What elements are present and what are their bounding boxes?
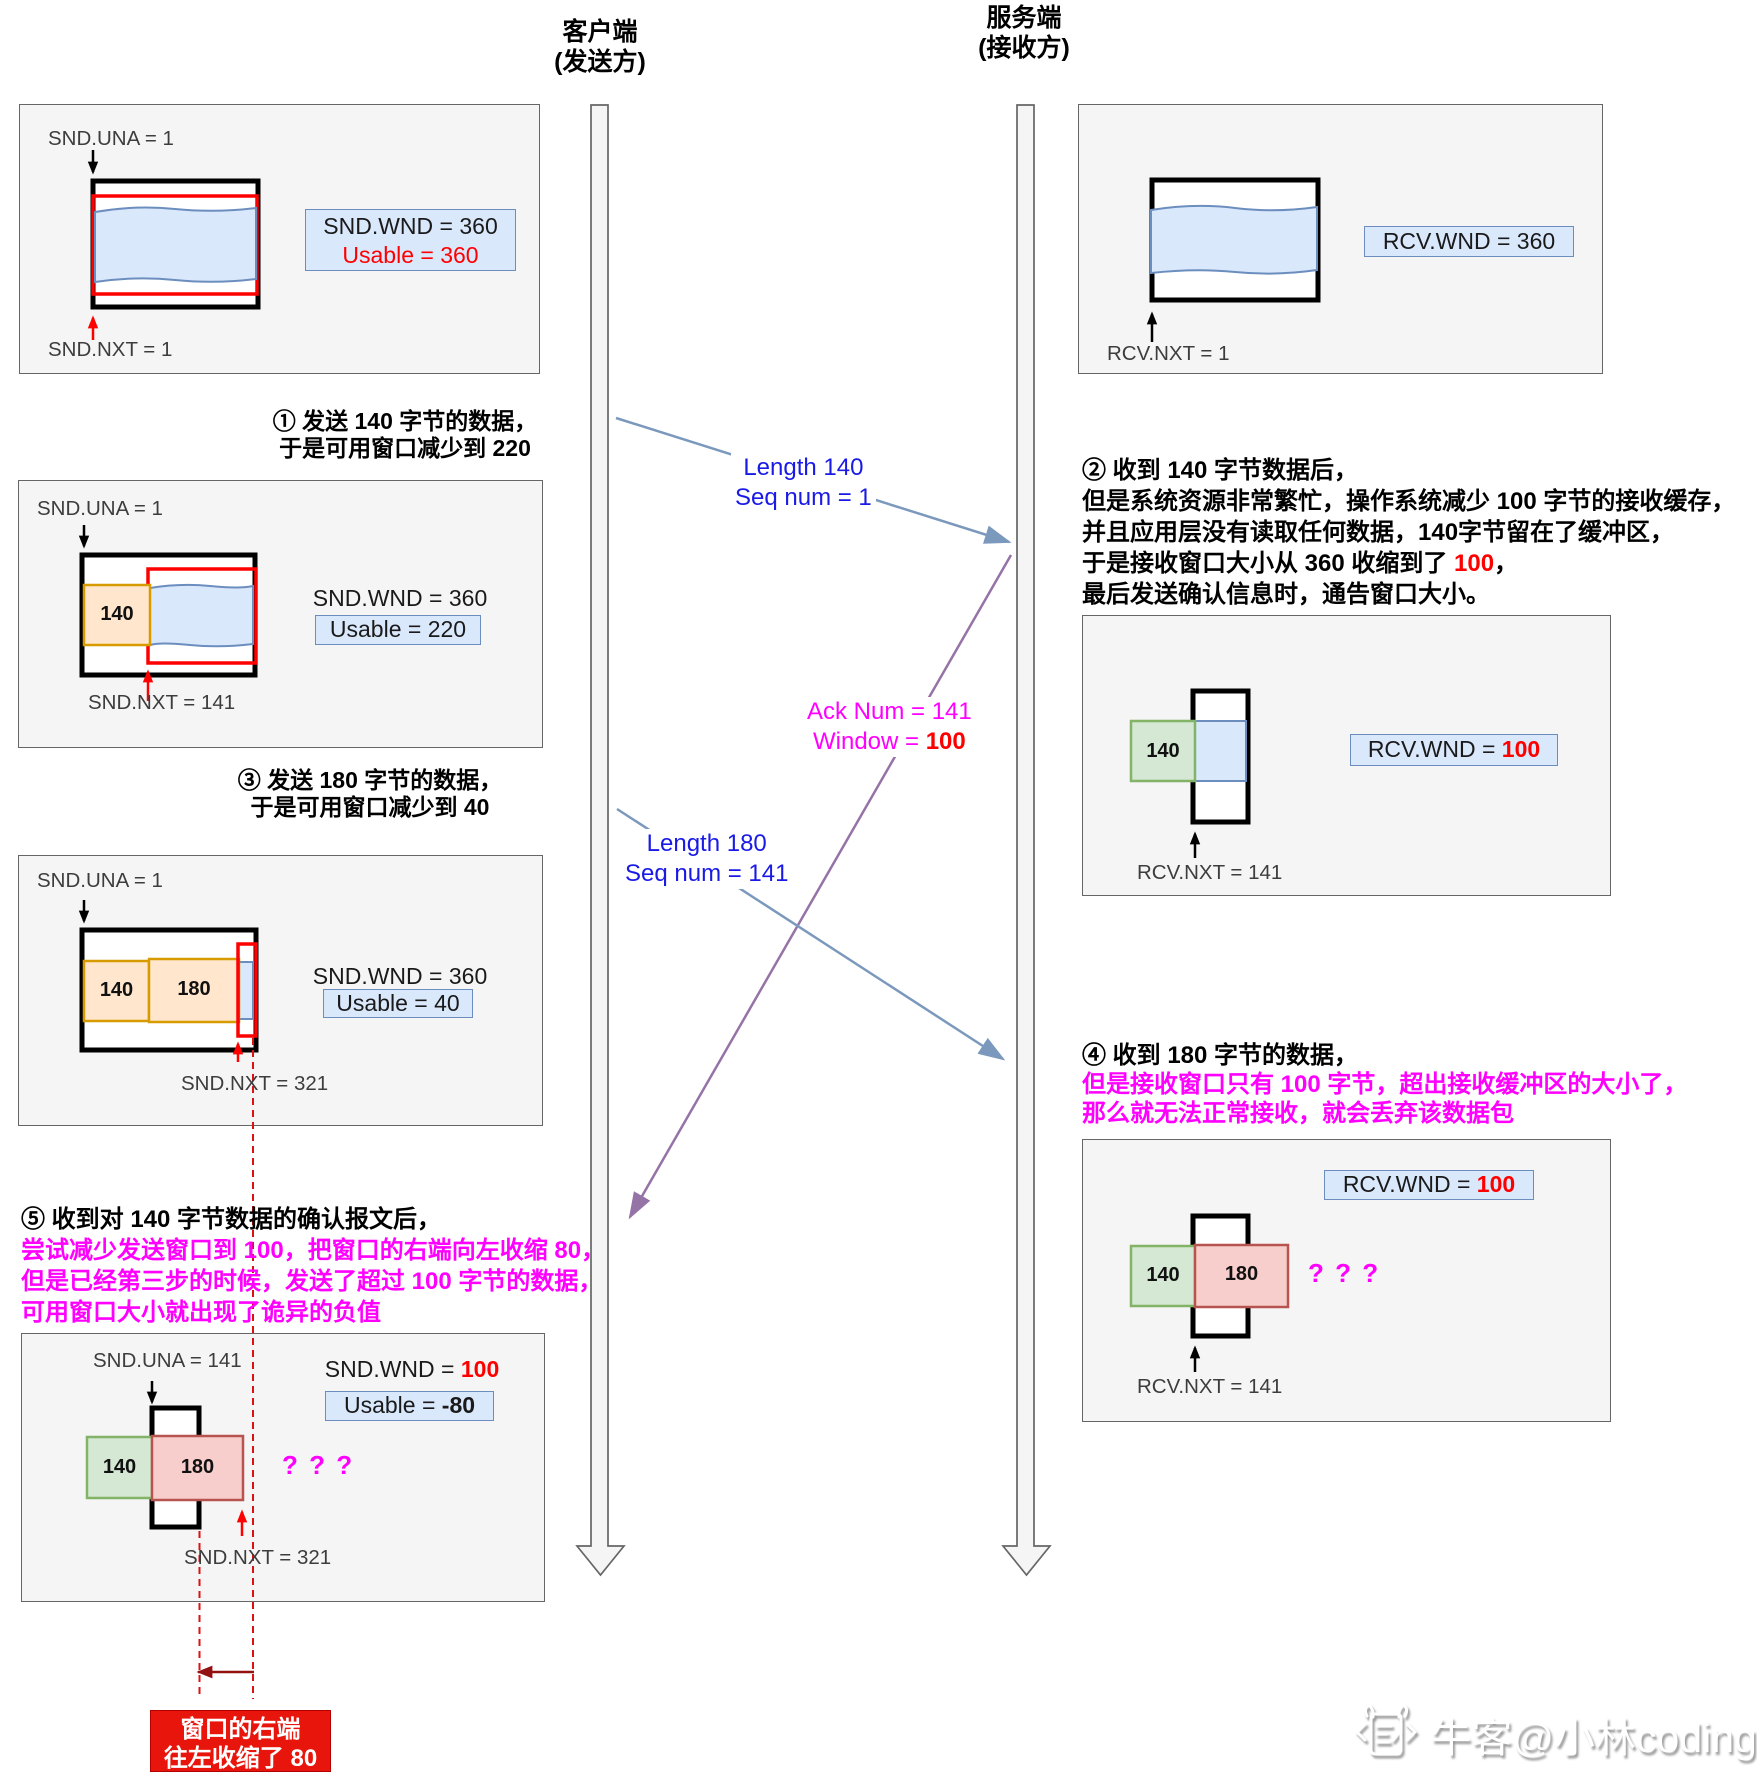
- msg-label-ack141: Ack Num = 141 Window = 100: [803, 697, 976, 757]
- lifeline-header-client: 客户端 (发送方): [490, 17, 710, 77]
- step1-line2: 于是可用窗口减少到 220: [279, 435, 531, 461]
- step3-line1: ③ 发送 180 字节的数据，: [237, 767, 503, 793]
- msg-arrow-ack141: [628, 554, 1013, 1220]
- p4-snd-una: SND.UNA = 141: [93, 1349, 242, 1372]
- r3-rcv-nxt: RCV.NXT = 141: [1137, 1375, 1283, 1398]
- step5-line3: 但是已经第三步的时候，发送了超过 100 字节的数据，: [21, 1268, 603, 1295]
- msg-label-length140: Length 140 Seq num = 1: [731, 453, 876, 513]
- step2-note: ② 收到 140 字节数据后， 但是系统资源非常繁忙，操作系统减少 100 字节…: [1082, 455, 1757, 610]
- step3-line2: 于是可用窗口减少到 40: [250, 794, 490, 820]
- send-window-after140: [78, 525, 258, 701]
- step5-line1: ⑤ 收到对 140 字节数据的确认报文后，: [21, 1206, 442, 1233]
- p2-usable-label: Usable = 220: [315, 615, 481, 645]
- p2-block-140: 140: [100, 603, 134, 625]
- p1-wnd-label: SND.WND = 360 Usable = 360: [305, 209, 516, 271]
- r1-wnd-label: RCV.WND = 360: [1364, 226, 1574, 257]
- p3-usable-label: Usable = 40: [323, 989, 473, 1018]
- p3-snd-nxt: SND.NXT = 321: [181, 1072, 329, 1095]
- step1-line1: ① 发送 140 字节的数据，: [272, 408, 538, 434]
- r2-block-140: 140: [1146, 740, 1180, 762]
- server-role: (接收方): [978, 34, 1070, 62]
- callout-line1: 窗口的右端: [180, 1716, 301, 1743]
- send-window-negative: [85, 1381, 248, 1536]
- r2-wnd-label: RCV.WND = 100: [1350, 734, 1558, 766]
- p1-snd-una: SND.UNA = 1: [48, 127, 174, 150]
- step2-line2: 但是系统资源非常繁忙，操作系统减少 100 字节的接收缓存，: [1082, 488, 1736, 515]
- length140-text: Length 140: [743, 454, 864, 481]
- lifeline-header-server: 服务端 (接收方): [914, 3, 1134, 63]
- p4-sndwnd-text: SND.WND = 100: [324, 1356, 500, 1382]
- p1-sndwnd-text: SND.WND = 360: [323, 213, 498, 239]
- shrink-callout: 窗口的右端 往左收缩了 80: [150, 1710, 331, 1772]
- step3-note: ③ 发送 180 字节的数据， 于是可用窗口减少到 40: [205, 767, 535, 821]
- step5-line4: 可用窗口大小就出现了诡异的负值: [21, 1299, 381, 1326]
- step4-line3: 那么就无法正常接收，就会丢弃该数据包: [1082, 1100, 1514, 1127]
- step1-note: ① 发送 140 字节的数据， 于是可用窗口减少到 220: [240, 408, 570, 462]
- p4-question-marks: ? ? ?: [282, 1450, 355, 1480]
- p3-snd-una: SND.UNA = 1: [37, 869, 163, 892]
- client-role: (发送方): [554, 48, 646, 76]
- r2-rcv-nxt: RCV.NXT = 141: [1137, 861, 1283, 884]
- p2-snd-nxt: SND.NXT = 141: [88, 691, 236, 714]
- server-lifeline-arrow: [1001, 104, 1052, 1577]
- step4-line1: ④ 收到 180 字节的数据，: [1082, 1042, 1359, 1069]
- r1-rcv-nxt: RCV.NXT = 1: [1107, 342, 1230, 365]
- acknum-text: Ack Num = 141: [807, 698, 972, 725]
- niuke-logo-icon: [1354, 1703, 1418, 1756]
- step2-line5: 最后发送确认信息时，通告窗口大小。: [1082, 581, 1490, 608]
- step2-line4: 于是接收窗口大小从 360 收缩到了 100，: [1082, 550, 1519, 577]
- send-window-initial: [87, 150, 261, 340]
- r3-block-140: 140: [1146, 1264, 1180, 1286]
- window100-text: Window = 100: [812, 728, 966, 755]
- seqnum1-text: Seq num = 1: [735, 484, 872, 511]
- step5-line2: 尝试减少发送窗口到 100，把窗口的右端向左收缩 80，: [21, 1237, 606, 1264]
- p4-block-180: 180: [180, 1456, 215, 1478]
- p4-usable-label: Usable = -80: [325, 1391, 494, 1421]
- seqnum141-text: Seq num = 141: [625, 860, 789, 887]
- r3-wnd-label: RCV.WND = 100: [1324, 1170, 1534, 1200]
- step2-line3: 并且应用层没有读取任何数据，140字节留在了缓冲区，: [1082, 519, 1675, 546]
- p4-block-140: 140: [102, 1456, 137, 1478]
- p2-snd-una: SND.UNA = 1: [37, 497, 163, 520]
- send-window-after180: [78, 900, 259, 1062]
- p4-snd-nxt: SND.NXT = 321: [184, 1546, 332, 1569]
- recv-window-drop: [1129, 1213, 1290, 1372]
- p2-sndwnd-text: SND.WND = 360: [312, 585, 488, 611]
- step5-note: ⑤ 收到对 140 字节数据的确认报文后， 尝试减少发送窗口到 100，把窗口的…: [21, 1204, 661, 1328]
- recv-window-shrunk: [1129, 688, 1251, 858]
- r3-block-180: 180: [1224, 1263, 1259, 1285]
- recv-window-initial: [1146, 177, 1321, 342]
- msg-label-length180: Length 180 Seq num = 141: [621, 829, 793, 889]
- watermark: 牛客@小林coding: [1353, 1702, 1757, 1764]
- r3-question-marks: ? ? ?: [1308, 1258, 1381, 1288]
- client-name: 客户端: [562, 18, 638, 46]
- p3-sndwnd-text: SND.WND = 360: [312, 963, 488, 989]
- client-lifeline-arrow: [575, 104, 626, 1577]
- callout-line2: 往左收缩了 80: [163, 1745, 318, 1772]
- step4-note: ④ 收到 180 字节的数据， 但是接收窗口只有 100 字节，超出接收缓冲区的…: [1082, 1041, 1742, 1128]
- p1-snd-nxt: SND.NXT = 1: [48, 338, 173, 361]
- step2-line1: ② 收到 140 字节数据后，: [1082, 457, 1359, 484]
- p3-block-140: 140: [99, 979, 134, 1001]
- p1-usable-text: Usable = 360: [342, 242, 479, 268]
- server-name: 服务端: [986, 4, 1062, 32]
- length180-text: Length 180: [646, 830, 767, 857]
- step4-line2: 但是接收窗口只有 100 字节，超出接收缓冲区的大小了，: [1082, 1071, 1688, 1098]
- p3-block-180: 180: [177, 978, 211, 1000]
- watermark-text: 牛客@小林coding: [1430, 1715, 1757, 1761]
